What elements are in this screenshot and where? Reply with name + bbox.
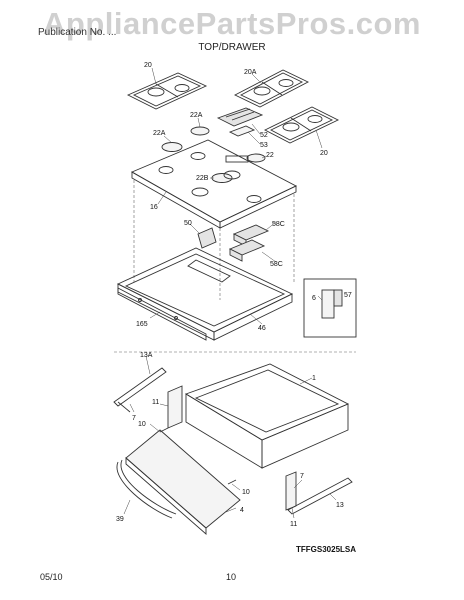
watermark: AppliancePartsPros.com [43,6,421,41]
leader-lines [123,67,337,519]
callout-11-right: 11 [290,521,297,528]
left-grate-20[interactable] [126,72,208,110]
callout-16: 16 [150,204,158,211]
callout-57: 57 [344,292,352,299]
center-grate-20a[interactable] [233,69,310,108]
screw-10-upper[interactable] [159,427,169,433]
burner-cap-22a-top[interactable] [190,126,210,136]
model-code: TFFGS3025LSA [296,545,356,554]
left-drawer-bracket-11[interactable] [167,385,183,429]
callout-7-right: 7 [300,473,304,480]
burner-cap-22[interactable] [246,153,266,163]
callout-13: 13 [336,502,344,509]
drawer-box-1[interactable] [184,363,350,469]
callout-39: 39 [116,516,124,523]
inset-detail-box [303,278,357,338]
callout-4: 4 [240,507,244,514]
callout-46: 46 [258,325,266,332]
callout-7-left: 7 [132,415,136,422]
callout-22a-left: 22A [153,130,166,137]
burner-cap-22a-left[interactable] [161,142,183,152]
callout-50: 50 [184,220,192,227]
callout-165: 165 [136,321,148,328]
drawer-front-panel-4[interactable] [125,429,241,535]
right-drawer-slide-13[interactable] [287,477,353,515]
drawer-handle-39[interactable] [116,459,177,519]
callout-10-left: 10 [138,421,146,428]
callout-1: 1 [312,375,316,382]
filter-58c-lower[interactable] [228,239,266,262]
callout-22: 22 [266,152,274,159]
callout-20-right: 20 [320,150,328,157]
right-grate-20[interactable] [264,106,340,144]
callout-10-right: 10 [242,489,250,496]
callout-6: 6 [312,295,316,302]
filter-58c-upper[interactable] [232,224,270,247]
bracket-50[interactable] [197,227,217,249]
callout-20-left: 20 [144,62,152,69]
callout-58c-lower: 58C [270,261,283,268]
callout-22a-top: 22A [190,112,203,119]
callout-53: 53 [260,142,268,149]
part-6[interactable] [321,289,335,319]
part-57[interactable] [333,289,343,307]
callout-52: 52 [260,132,268,139]
front-rail-165[interactable] [117,287,207,341]
right-drawer-bracket-11[interactable] [285,471,297,511]
left-drawer-slide-13a[interactable] [113,367,167,413]
griddle-part-53[interactable] [228,125,256,137]
screw-10-lower[interactable] [227,479,237,485]
burner-cap-22b[interactable] [211,173,233,183]
footer-date: 05/10 [40,572,63,582]
publication-header: Publication No. ... [38,27,117,38]
callout-11-left: 11 [152,399,159,406]
griddle-plate-52[interactable] [216,107,264,127]
callout-13a: 13A [140,352,153,359]
callout-20a: 20A [244,69,257,76]
section-title: TOP/DRAWER [198,42,266,53]
callout-22b: 22B [196,175,209,182]
callout-58c-upper: 58C [272,221,285,228]
footer-page-number: 10 [226,572,237,582]
